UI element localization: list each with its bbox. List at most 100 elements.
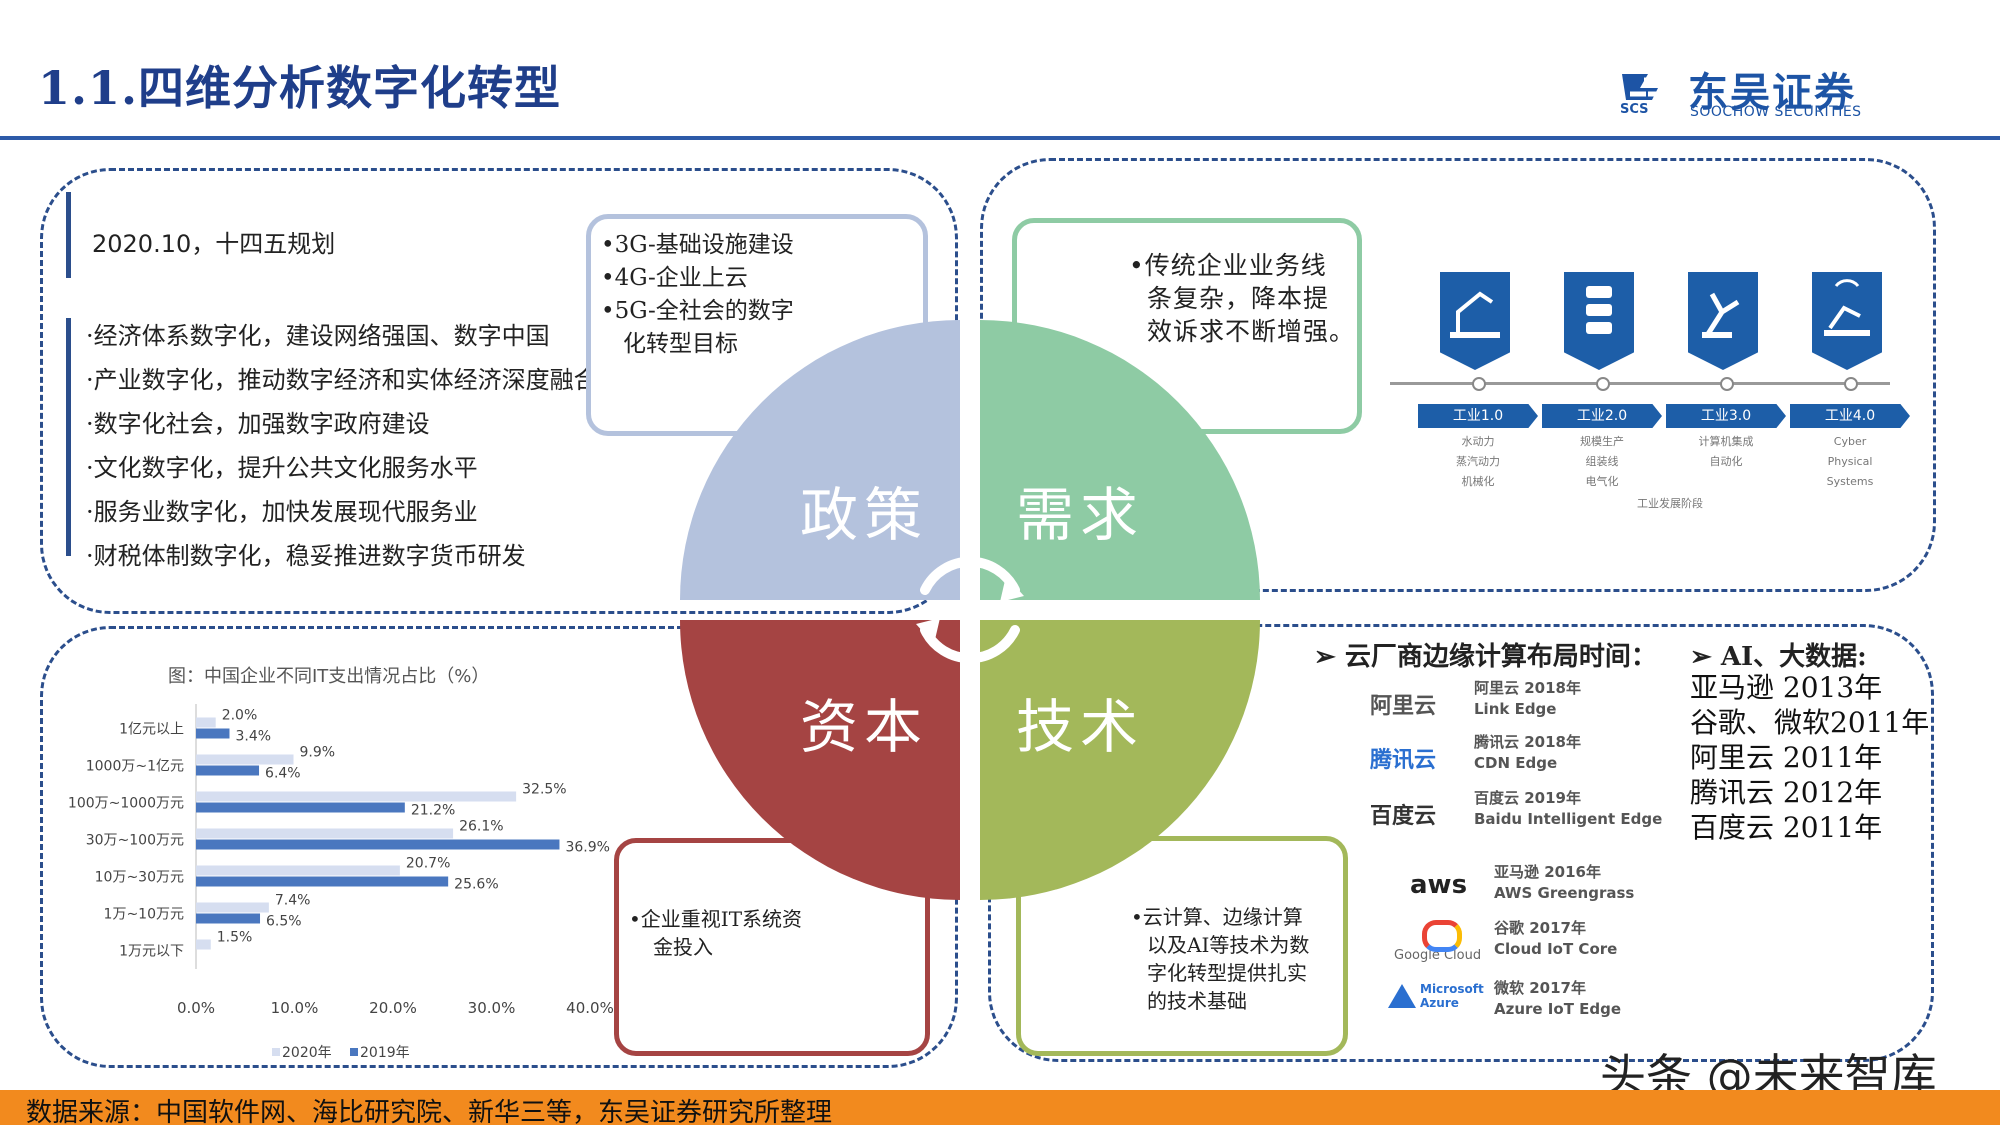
chart-bar-2019 xyxy=(196,876,449,887)
it-spend-bar-chart: 1亿元以上2.0%3.4%1000万~1亿元9.9%6.4%100万~1000万… xyxy=(68,704,614,1060)
stage-label: 工业1.0 xyxy=(1418,404,1538,428)
logo-english: SOOCHOW SECURITIES xyxy=(1690,104,1862,120)
baidu-cloud-logo-icon: 百度云 xyxy=(1370,804,1437,829)
policy-box-line: •3G-基础设施建设 xyxy=(601,232,794,258)
policy-box: •3G-基础设施建设 •4G-企业上云 •5G-全社会的数字 化转型目标 xyxy=(586,214,928,436)
tencent-cloud-logo-icon: 腾讯云 xyxy=(1370,748,1437,773)
azure-logo-icon xyxy=(1388,984,1416,1008)
stage-desc: 蒸汽动力 xyxy=(1456,455,1500,468)
vendor-item: aws 亚马逊 2016年 AWS Greengrass xyxy=(1370,862,1700,912)
chart-tick-label: 20.0% xyxy=(369,999,417,1017)
chart-data-label: 2.0% xyxy=(222,708,258,724)
industry-stage: 工业2.0 规模生产 组装线 电气化 xyxy=(1542,272,1662,492)
policy-heading-bar xyxy=(66,192,71,278)
stage-desc: 自动化 xyxy=(1709,455,1743,468)
chart-data-label: 6.4% xyxy=(265,766,301,782)
stage-desc: 计算机集成 xyxy=(1698,435,1754,448)
industry-stage: 工业1.0 水动力 蒸汽动力 机械化 xyxy=(1418,272,1538,492)
chart-category-label: 100万~1000万元 xyxy=(68,796,184,812)
industry-stage: 工业4.0 Cyber Physical Systems xyxy=(1790,272,1910,492)
demand-box-line: •传统企业业务线 xyxy=(1129,251,1327,280)
arrow-head-icon xyxy=(1000,576,1024,602)
list-item: 谷歌、微软2011年 xyxy=(1690,706,1930,739)
stage-desc: 电气化 xyxy=(1585,475,1619,488)
chart-bar-2019 xyxy=(196,728,230,739)
policy-list-bar xyxy=(66,318,71,556)
vendor-product: CDN Edge xyxy=(1474,754,1558,772)
chart-bar-2020 xyxy=(196,828,454,839)
chart-legend-label: 2019年 xyxy=(360,1045,410,1060)
footer-bar xyxy=(0,1090,2000,1125)
policy-heading: 2020.10，十四五规划 xyxy=(92,230,336,258)
ai-list: 亚马逊 2013年 谷歌、微软2011年 阿里云 2011年 腾讯云 2012年… xyxy=(1690,670,1929,845)
chart-bar-2020 xyxy=(196,717,216,728)
vendor-year: 亚马逊 2016年 xyxy=(1494,863,1601,881)
vendor-year: 阿里云 2018年 xyxy=(1474,679,1581,697)
vendor-year: 微软 2017年 xyxy=(1494,979,1586,997)
azure-logo-text: Microsoft Azure xyxy=(1420,982,1484,1010)
tech-box-line: •云计算、边缘计算 xyxy=(1131,905,1303,929)
chart-tick-label: 40.0% xyxy=(566,999,614,1017)
quadrant-label-policy: 政策 xyxy=(800,481,929,549)
quadrant-label-capital: 资本 xyxy=(800,693,929,761)
page-title: 1.1.四维分析数字化转型 xyxy=(38,61,562,115)
chart-data-label: 1.5% xyxy=(217,930,253,946)
industry-stage: 工业3.0 计算机集成 自动化 xyxy=(1666,272,1786,472)
chart-data-label: 20.7% xyxy=(406,856,450,872)
chart-bar-2020 xyxy=(196,754,294,765)
stage-desc: 组装线 xyxy=(1585,455,1619,468)
vendor-year: 腾讯云 2018年 xyxy=(1474,733,1581,751)
chart-data-label: 25.6% xyxy=(454,877,498,893)
list-item: ·财税体制数字化，稳妥推进数字货币研发 xyxy=(86,542,526,570)
chart-bar-2019 xyxy=(196,913,261,924)
vendor-product: Azure IoT Edge xyxy=(1494,1000,1622,1018)
list-item: ·经济体系数字化，建设网络强国、数字中国 xyxy=(86,322,550,350)
chart-data-label: 32.5% xyxy=(522,782,566,798)
demand-box-line: 效诉求不断增强。 xyxy=(1147,317,1356,346)
stage-desc: Cyber xyxy=(1833,435,1867,448)
policy-list: ·经济体系数字化，建设网络强国、数字中国 ·产业数字化，推动数字经济和实体经济深… xyxy=(86,314,598,578)
chart-data-label: 26.1% xyxy=(459,819,503,835)
stage-label: 工业2.0 xyxy=(1542,404,1662,428)
chart-bar-2020 xyxy=(196,939,211,950)
quadrant-label-demand: 需求 xyxy=(1016,481,1145,549)
chart-category-label: 1万~10万元 xyxy=(104,907,184,923)
chart-category-label: 30万~100万元 xyxy=(86,833,184,849)
four-quadrant-circle xyxy=(680,320,1260,900)
arrow-head-icon xyxy=(916,618,940,644)
list-item: 亚马逊 2013年 xyxy=(1690,671,1883,704)
stage-desc: Physical xyxy=(1827,455,1873,468)
vendor-year: 谷歌 2017年 xyxy=(1494,919,1586,937)
industry-timeline: 工业1.0 水动力 蒸汽动力 机械化 工业2.0 规模生产 组装线 电气化 工业… xyxy=(1390,272,1910,512)
chart-legend-swatch xyxy=(350,1048,358,1056)
chart-legend-swatch xyxy=(272,1048,280,1056)
list-item: 阿里云 2011年 xyxy=(1690,741,1883,774)
vendor-product: AWS Greengrass xyxy=(1494,884,1635,902)
chart-data-label: 6.5% xyxy=(266,914,302,930)
logo-abbr: SCS xyxy=(1620,102,1649,117)
capital-box-line: •企业重视IT系统资 xyxy=(629,907,803,931)
chart-legend-label: 2020年 xyxy=(282,1045,332,1060)
quadrant-capital xyxy=(680,620,960,900)
quadrant-tech xyxy=(980,620,1260,900)
list-item: ·数字化社会，加强数字政府建设 xyxy=(86,410,430,438)
vendor-item: Google Cloud 谷歌 2017年 Cloud IoT Core xyxy=(1370,918,1700,968)
data-source: 数据来源：中国软件网、海比研究院、新华三等，东吴证券研究所整理 xyxy=(26,1098,833,1128)
chart-bar-2019 xyxy=(196,839,560,850)
google-cloud-logo-icon: Google Cloud xyxy=(1394,948,1482,963)
tech-box-line: 以及AI等技术为数 xyxy=(1147,933,1310,957)
stage-desc: 机械化 xyxy=(1461,475,1495,488)
tech-box-line: 的技术基础 xyxy=(1147,989,1247,1013)
demand-box-line: 条复杂，降本提 xyxy=(1147,284,1330,313)
google-cloud-shape-icon xyxy=(1422,920,1462,952)
quadrant-label-tech: 技术 xyxy=(1016,693,1145,761)
smart-factory-icon xyxy=(1812,272,1882,370)
tech-box-line: 字化转型提供扎实 xyxy=(1147,961,1307,985)
vendor-item: 腾讯云 腾讯云 2018年 CDN Edge xyxy=(1370,732,1700,782)
aliyun-logo-icon: 阿里云 xyxy=(1370,694,1437,719)
chart-category-label: 10万~30万元 xyxy=(95,870,184,886)
chart-bar-2020 xyxy=(196,902,269,913)
chart-tick-label: 30.0% xyxy=(468,999,516,1017)
stage-desc: 规模生产 xyxy=(1580,435,1624,448)
cycle-arrows-icon xyxy=(920,556,1020,664)
